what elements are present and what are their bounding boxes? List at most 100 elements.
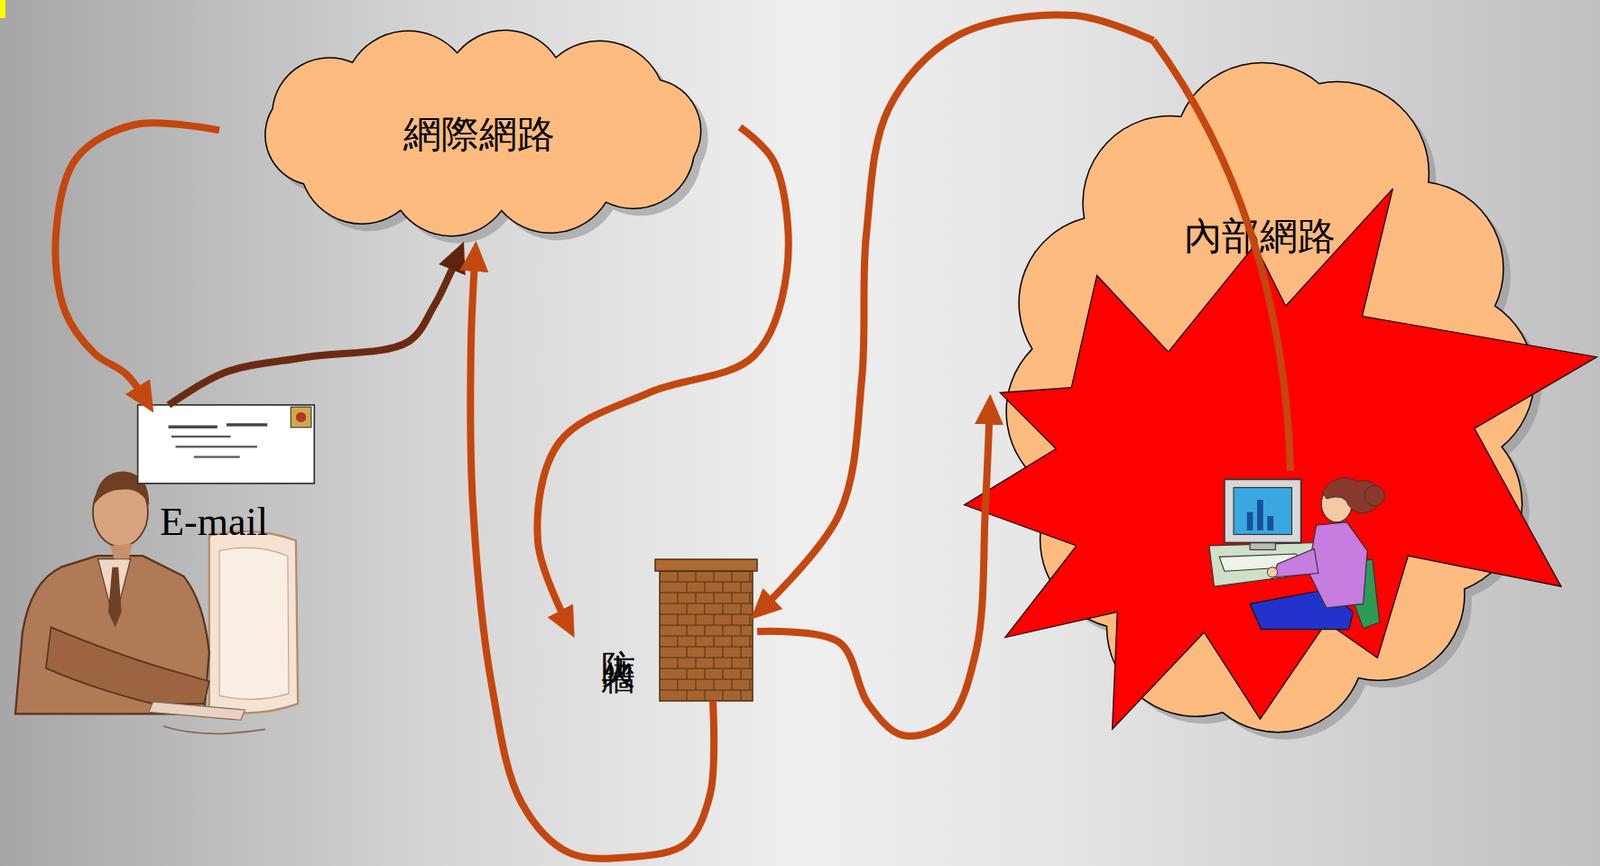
cable bbox=[163, 726, 266, 734]
brick-wall bbox=[655, 559, 758, 702]
firewall-outline bbox=[570, 559, 758, 702]
mortar-joint bbox=[740, 647, 742, 658]
node-label: 網際網路 bbox=[403, 115, 555, 154]
mortar-joint bbox=[749, 679, 751, 691]
mortar-joint bbox=[677, 679, 679, 691]
address-line bbox=[194, 455, 241, 458]
intranet-cloud: 內部網路 bbox=[989, 40, 1552, 760]
email-user: E-mail bbox=[9, 405, 315, 735]
mortar-joint bbox=[713, 592, 715, 604]
mortar-joint bbox=[731, 592, 733, 604]
mortar-joint bbox=[686, 625, 688, 637]
mortar-joint bbox=[704, 582, 706, 593]
mortar-joint bbox=[749, 592, 751, 604]
mortar-joint bbox=[722, 690, 724, 702]
mortar-joint bbox=[695, 657, 697, 669]
mortar-joint bbox=[749, 636, 751, 648]
stamp-mark bbox=[295, 412, 306, 423]
mortar-line bbox=[659, 592, 753, 594]
mortar-joint bbox=[722, 647, 724, 658]
mortar-joint bbox=[704, 647, 706, 658]
mortar-joint bbox=[677, 636, 679, 648]
alert-burst bbox=[964, 188, 1598, 730]
mortar-line bbox=[659, 603, 753, 605]
bar bbox=[1247, 512, 1254, 531]
mortar-joint bbox=[686, 603, 688, 615]
mortar-line bbox=[659, 614, 753, 616]
mortar-joint bbox=[740, 603, 742, 615]
monitor-face bbox=[219, 547, 289, 700]
mortar-joint bbox=[686, 582, 688, 593]
node-label: 內部網路 bbox=[1183, 217, 1336, 256]
mortar-line bbox=[659, 690, 753, 692]
bar bbox=[1257, 499, 1264, 531]
mortar-joint bbox=[686, 668, 688, 680]
address-line bbox=[226, 423, 268, 426]
wall-body bbox=[659, 571, 753, 702]
mortar-joint bbox=[704, 668, 706, 680]
mortar-joint bbox=[677, 614, 679, 626]
mortar-joint bbox=[713, 679, 715, 691]
mortar-line bbox=[659, 679, 753, 681]
mortar-joint bbox=[731, 657, 733, 669]
cloud-shape bbox=[1006, 63, 1535, 733]
user-at-computer bbox=[1209, 478, 1385, 630]
hand bbox=[1267, 567, 1277, 578]
flow-arrow bbox=[757, 403, 990, 737]
mortar-joint bbox=[740, 690, 742, 702]
mortar-joint bbox=[740, 582, 742, 593]
chair bbox=[1331, 559, 1380, 629]
mortar-joint bbox=[740, 625, 742, 637]
mortar-joint bbox=[713, 614, 715, 626]
email-user-illustration bbox=[15, 405, 315, 734]
mortar-joint bbox=[695, 614, 697, 626]
desk bbox=[1209, 543, 1329, 588]
mortar-joint bbox=[731, 636, 733, 648]
mortar-line bbox=[659, 636, 753, 638]
mortar-joint bbox=[722, 625, 724, 637]
monitor-stand bbox=[1249, 540, 1276, 550]
mortar-line bbox=[659, 582, 753, 583]
monitor bbox=[1224, 479, 1302, 543]
firewall: 防火牆 bbox=[570, 559, 758, 702]
flow-arrow bbox=[536, 127, 788, 630]
address-line bbox=[175, 445, 257, 448]
neck bbox=[110, 544, 133, 560]
flow-arrow bbox=[55, 122, 220, 406]
mortar-joint bbox=[731, 571, 733, 583]
mortar-joint bbox=[704, 625, 706, 637]
flow-arrow bbox=[168, 249, 461, 406]
cloud-outline bbox=[989, 40, 1552, 760]
mortar-joint bbox=[695, 571, 697, 583]
flow-arrow bbox=[757, 14, 1154, 614]
wall-cap bbox=[655, 559, 758, 572]
mortar-line bbox=[659, 657, 753, 659]
mortar-joint bbox=[686, 647, 688, 658]
mortar-joint bbox=[713, 657, 715, 669]
tie bbox=[108, 567, 122, 629]
flow-arrow bbox=[470, 249, 714, 860]
mortar-joint bbox=[713, 571, 715, 583]
blouse bbox=[1308, 522, 1369, 609]
monitor bbox=[209, 531, 298, 713]
mortar-line bbox=[659, 647, 753, 648]
mortar-joint bbox=[695, 592, 697, 604]
node-label: E-mail bbox=[159, 502, 269, 543]
mortar-joint bbox=[722, 582, 724, 593]
mortar-joint bbox=[749, 571, 751, 583]
envelope bbox=[138, 405, 315, 484]
cloud-shape bbox=[265, 29, 702, 236]
internet-cloud: 網際網路 bbox=[219, 15, 740, 250]
mortar-joint bbox=[749, 657, 751, 669]
node-label: 防火牆 bbox=[601, 621, 636, 639]
mortar-joint bbox=[704, 690, 706, 702]
explosion-star bbox=[964, 188, 1598, 730]
mortar-joint bbox=[740, 668, 742, 680]
mortar-joint bbox=[677, 657, 679, 669]
mortar-joint bbox=[713, 636, 715, 648]
bar bbox=[1267, 516, 1274, 531]
trousers bbox=[1249, 590, 1353, 630]
mortar-joint bbox=[695, 636, 697, 648]
mortar-joint bbox=[731, 679, 733, 691]
address-line bbox=[171, 435, 232, 438]
